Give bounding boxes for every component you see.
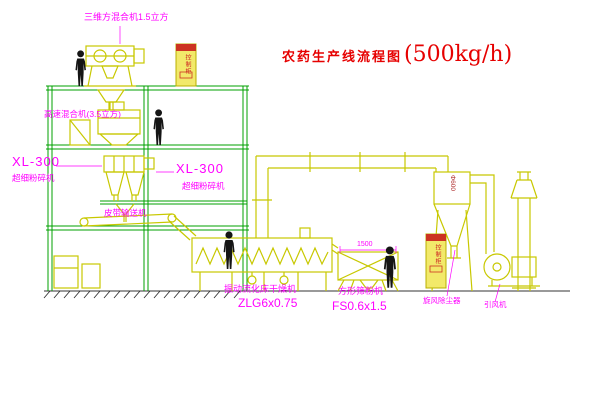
label-cyclone: 旋风除尘器	[423, 296, 461, 305]
high-speed-mixer	[69, 101, 141, 146]
label-dryer-model: ZLG6x0.75	[238, 296, 298, 310]
label-sieve-name: 方形筛粉机	[338, 286, 384, 296]
building-structure	[46, 85, 249, 291]
worker-figure-4	[383, 246, 396, 288]
control-cabinet-1	[175, 43, 197, 87]
exhaust-stack	[510, 171, 538, 291]
ground-line	[43, 290, 570, 299]
label-belt-conveyor: 皮带输送机	[104, 208, 147, 218]
worker-figure-3	[223, 231, 235, 269]
control-cabinet-2	[425, 233, 447, 289]
belt-conveyor	[79, 213, 197, 241]
pulverizer-mill	[103, 155, 155, 222]
worker-figure-1	[75, 50, 86, 87]
exhaust-duct	[252, 152, 449, 238]
title-capacity: (500kg/h)	[404, 42, 513, 67]
label-sieve-model: FS0.6x1.5	[332, 299, 387, 313]
dim-duct-diameter: Φ600	[449, 175, 456, 192]
fluid-bed-dryer	[191, 227, 333, 291]
label-mill-center-model: XL-300	[176, 161, 224, 176]
label-fan: 引风机	[484, 300, 507, 309]
cabinet-2-text: 控制柜	[434, 244, 440, 265]
label-mill-left-model: XL-300	[12, 154, 60, 169]
drawing-title: 农药生产线流程图 (500kg/h)	[282, 42, 512, 67]
dim-sieve-width: 1500	[357, 241, 373, 248]
label-high-speed-mixer: 高速混合机(3.5立方)	[44, 109, 121, 119]
storage-bins	[53, 255, 101, 289]
label-mixer-top: 三维方混合机1.5立方	[84, 12, 169, 22]
cabinet-1-text: 控制柜	[184, 54, 190, 75]
three-d-mixer	[84, 45, 145, 110]
label-dryer-name: 振动流化床干燥机	[224, 284, 297, 294]
label-mill-left-name: 超细粉碎机	[12, 173, 55, 183]
title-text: 农药生产线流程图	[282, 49, 403, 64]
label-mill-center-name: 超细粉碎机	[182, 181, 225, 191]
worker-figure-2	[153, 109, 164, 146]
induced-draft-fan	[483, 253, 540, 287]
